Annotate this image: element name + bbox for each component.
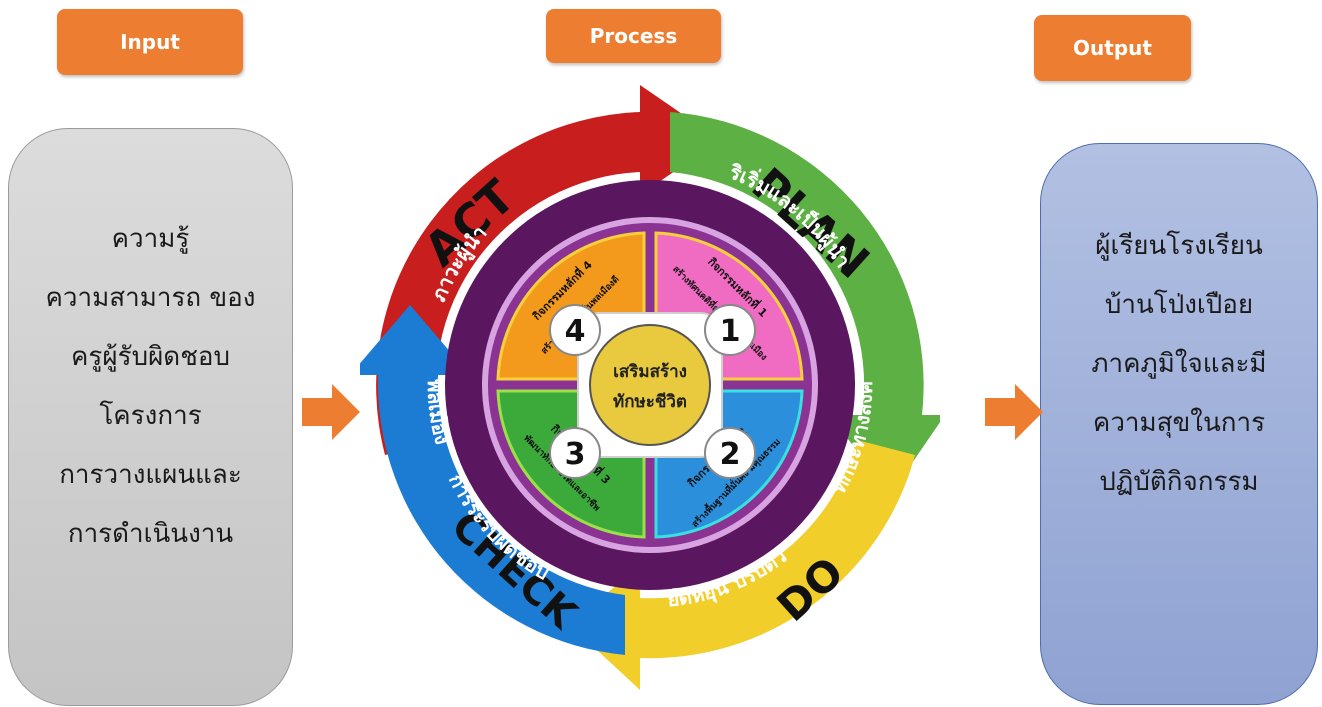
badge-2	[704, 427, 756, 479]
output-line: ภาคภูมิใจและมี	[1091, 348, 1267, 379]
badge-1-number: 1	[720, 314, 741, 349]
badge-3-number: 3	[565, 437, 586, 472]
pdca-cycle-diagram: ACT PLAN DO CHECK ภาวะผู้นำ ริเริ่มและเป…	[360, 85, 940, 690]
output-panel: ผู้เรียนโรงเรียน บ้านโป่งเปือย ภาคภูมิใจ…	[1040, 143, 1318, 705]
check-arrow	[360, 305, 625, 655]
output-header: Output	[1034, 15, 1191, 81]
input-line: การวางแผนและ	[59, 460, 242, 490]
plan-arrow	[670, 112, 940, 495]
process-header: Process	[546, 9, 721, 63]
output-line: ผู้เรียนโรงเรียน	[1095, 230, 1263, 261]
input-panel: ความรู้ ความสามารถ ของ ครูผู้รับผิดชอบ โ…	[8, 128, 293, 706]
input-to-process-arrow-icon	[302, 384, 360, 440]
center-line-1: เสริมสร้าง	[613, 362, 687, 382]
process-to-output-arrow-icon	[985, 384, 1043, 440]
center-line-2: ทักษะชีวิต	[613, 391, 687, 412]
badge-4	[549, 304, 601, 356]
input-line: การดำเนินงาน	[67, 519, 234, 549]
input-line: ความรู้	[111, 224, 190, 254]
input-line: ครูผู้รับผิดชอบ	[71, 342, 230, 372]
badge-2-number: 2	[720, 437, 741, 472]
badge-3	[549, 427, 601, 479]
input-header: Input	[57, 9, 243, 75]
output-line: บ้านโป่งเปือย	[1104, 289, 1254, 320]
badge-4-number: 4	[565, 314, 586, 349]
input-line: ความสามารถ ของ	[45, 283, 256, 313]
output-line: ความสุขในการ	[1092, 407, 1266, 438]
do-arrow	[570, 440, 915, 690]
output-line: ปฏิบัติกิจกรรม	[1099, 466, 1259, 497]
center-circle	[589, 324, 711, 446]
badge-1	[704, 304, 756, 356]
input-line: โครงการ	[99, 401, 202, 431]
